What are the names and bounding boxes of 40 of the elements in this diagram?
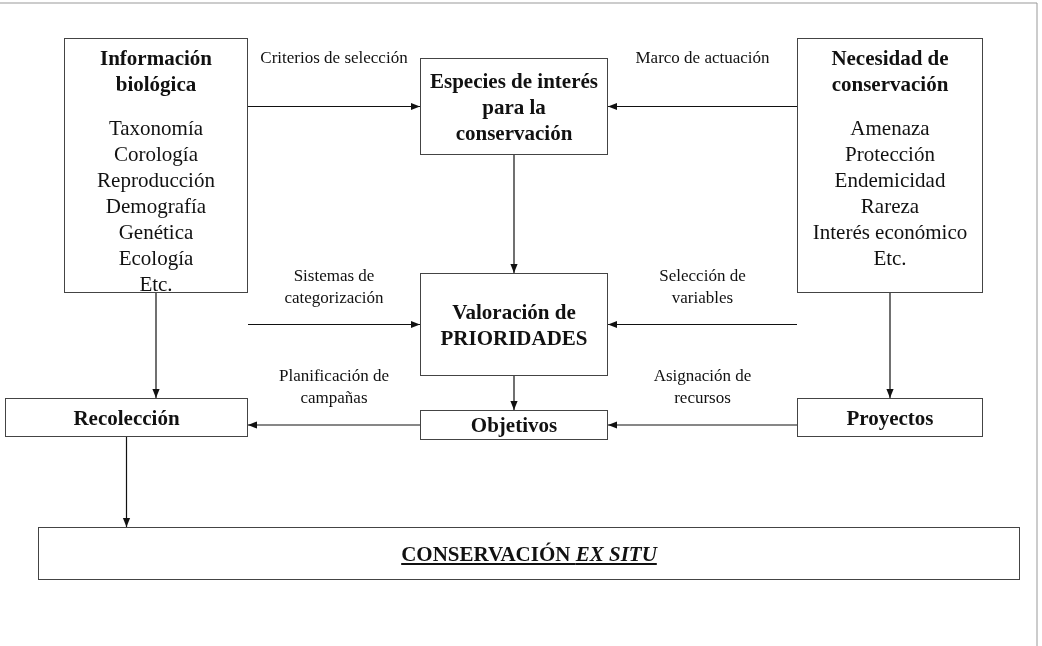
arrow [247,320,421,329]
list-item: Ecología [118,245,194,271]
process-box [797,398,983,437]
list-item: Rareza [860,193,920,219]
list-item: Etc. [139,271,173,297]
list-item: Corología [114,141,198,167]
list-item: Protección [845,141,935,167]
arrow [607,320,798,329]
arrow [247,421,421,429]
process-box [38,527,1020,580]
box-heading: Necesidad de conservación [830,45,950,97]
arrow [510,154,518,274]
process-box [420,410,608,440]
arrow [607,102,798,111]
process-box [64,38,248,293]
list-item: Reproducción [97,167,215,193]
arrow [152,292,160,399]
box-heading: Especies de interés para la conservación [429,67,599,146]
process-box [5,398,248,437]
process-box [797,38,983,293]
list-item: Endemicidad [834,167,946,193]
list-item: Interés económico [812,219,968,245]
box-heading: Proyectos [846,404,934,431]
arrow [247,102,421,111]
list-item: Demografía [105,193,207,219]
list-item: Genética [118,219,194,245]
box-heading: CONSERVACIÓN EX SITU [401,540,657,567]
box-heading: Recolección [73,404,180,431]
list-item: Amenaza [850,115,930,141]
list-item: Taxonomía [108,115,204,141]
process-box [420,273,608,376]
arrow [510,375,518,411]
arrow [122,436,131,528]
process-box [420,58,608,155]
box-heading: Objetivos [470,412,558,438]
list-item: Etc. [873,245,907,271]
box-heading: Información biológica [99,45,213,97]
box-heading: Valoración de PRIORIDADES [439,298,589,351]
arrow [886,292,894,399]
arrow [607,421,798,429]
